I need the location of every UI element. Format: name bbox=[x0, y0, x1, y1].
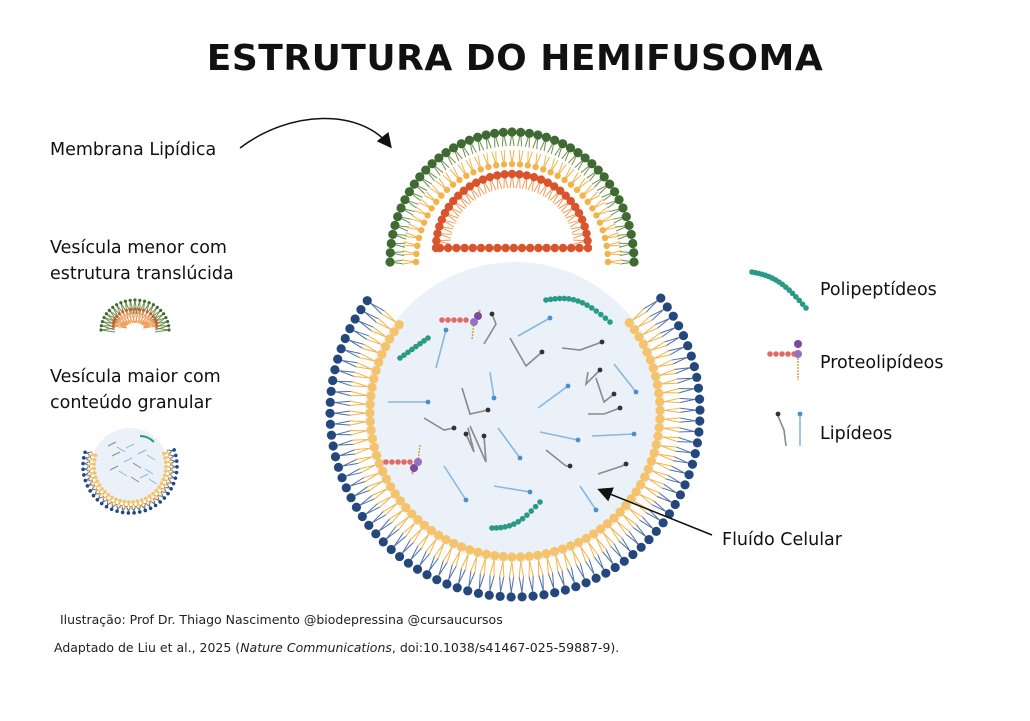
legend-icons bbox=[749, 269, 809, 447]
label-vesicula-maior: Vesícula maior com conteúdo granular bbox=[50, 364, 221, 416]
legend-label-polipeptideos: Polipeptídeos bbox=[820, 280, 937, 300]
label-vesicula-menor-line2: estrutura translúcida bbox=[50, 264, 234, 284]
label-vesicula-maior-line2: conteúdo granular bbox=[50, 393, 212, 413]
membrane-arrow bbox=[239, 117, 392, 149]
credit-source-journal: Nature Communications bbox=[240, 640, 392, 655]
label-fluido: Fluído Celular bbox=[722, 530, 842, 550]
small-vesicle-thumbnail bbox=[99, 298, 171, 333]
small-vesicle bbox=[385, 127, 639, 267]
credit-source-prefix: Adaptado de Liu et al., 2025 ( bbox=[54, 640, 241, 655]
fluid-arrow bbox=[597, 487, 713, 536]
label-vesicula-maior-line1: Vesícula maior com bbox=[50, 367, 221, 387]
legend-label-lipideos: Lipídeos bbox=[820, 424, 893, 444]
label-vesicula-menor: Vesícula menor com estrutura translúcida bbox=[50, 235, 234, 287]
label-vesicula-menor-line1: Vesícula menor com bbox=[50, 238, 227, 258]
large-vesicle-thumbnail bbox=[81, 428, 179, 515]
label-membrana: Membrana Lipídica bbox=[50, 140, 217, 160]
credit-source: Adaptado de Liu et al., 2025 (Nature Com… bbox=[54, 640, 619, 655]
credit-illustration: Ilustração: Prof Dr. Thiago Nascimento @… bbox=[60, 612, 503, 627]
vesicle-contents bbox=[383, 295, 639, 531]
page-title: ESTRUTURA DO HEMIFUSOMA bbox=[206, 38, 824, 79]
credit-source-suffix: , doi:10.1038/s41467-025-59887-9). bbox=[391, 640, 620, 655]
large-vesicle bbox=[325, 262, 705, 602]
legend-label-proteolipideos: Proteolipídeos bbox=[820, 353, 944, 373]
